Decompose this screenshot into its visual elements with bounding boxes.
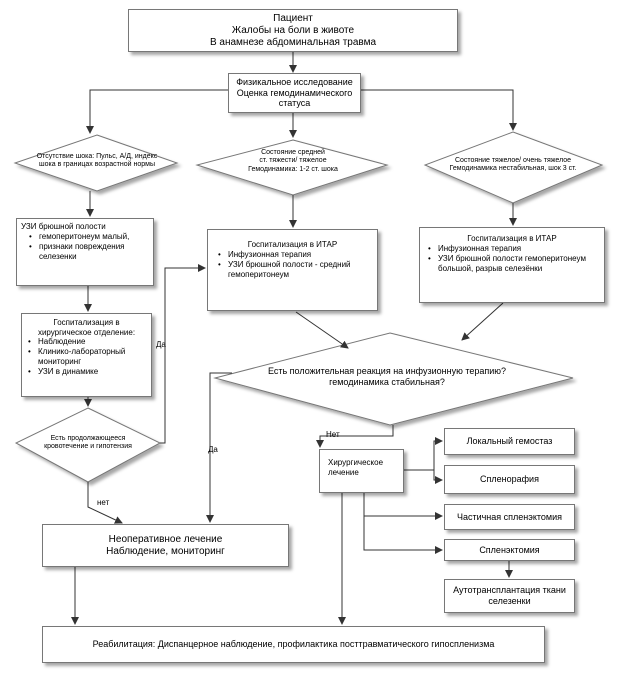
severe-text: Состояние тяжелое/ очень тяжелое Гемодин… <box>428 157 598 174</box>
uzi-left-item: гемоперитонеум малый, <box>29 232 149 242</box>
hemostasis-box: Локальный гемостаз <box>444 428 575 455</box>
no-shock-diamond <box>13 134 179 192</box>
arrow-question-surgery-no <box>316 425 394 448</box>
partial-splenectomy-label: Частичная спленэктомия <box>456 511 563 522</box>
exam-line-3: статуса <box>278 98 311 109</box>
surgery-line-2: лечение <box>328 467 359 477</box>
uzi-left-item: признаки повреждения селезенки <box>29 242 149 262</box>
itar-mid-item: УЗИ брюшной полости - средний гемоперито… <box>218 260 371 280</box>
itar-mid-item: Инфузионная терапия <box>218 250 371 260</box>
arrow-itarright-question <box>461 302 504 341</box>
arrow-bleeding-itar-yes <box>160 264 206 444</box>
severe-line-2: Гемодинамика нестабильная, шок 3 ст. <box>449 165 577 173</box>
label-no-question: Нет <box>326 430 340 439</box>
autotransplant-line-1: Аутотрансплантация ткани <box>453 585 566 596</box>
no-shock-text: Отсутствие шока: Пульс, А/Д, индекс шока… <box>12 153 182 170</box>
patient-history: В анамнезе абдоминальная травма <box>209 36 377 48</box>
moderate-line-1: Состояние средней <box>261 149 325 156</box>
moderate-line-2: ст. тяжести/ тяжелое <box>259 157 327 165</box>
uzi-left-box: УЗИ брюшной полости гемоперитонеум малый… <box>16 218 154 286</box>
label-yes-bleeding: Да <box>156 340 166 349</box>
surgical-dept-item: Клинико-лабораторный мониторинг <box>28 347 147 367</box>
severe-line-1: Состояние тяжелое/ очень тяжелое <box>454 157 572 164</box>
exam-box: Физикальное исследование Оценка гемодина… <box>228 73 361 113</box>
infusion-question-line-2: гемодинамика стабильная? <box>329 376 445 387</box>
infusion-question-line-1: Есть положительная реакция на инфузионну… <box>267 366 507 376</box>
moderate-line-3: Гемодинамика: 1-2 ст. шока <box>248 165 338 173</box>
patient-box: Пациент Жалобы на боли в животе В анамне… <box>128 9 458 52</box>
arrow-surgery-partial <box>363 493 443 520</box>
arrow-question-nonop-yes <box>206 372 232 523</box>
arrow-surgery-splenorrhaphy <box>433 470 443 484</box>
infusion-question-text: Есть положительная реакция на инфузионну… <box>232 366 542 388</box>
bleeding-line-1: Есть продолжающееся <box>50 435 126 442</box>
itar-right-box: Госпитализация в ИТАР Инфузионная терапи… <box>419 227 605 303</box>
bleeding-text: Есть продолжающееся кровотечение и гипот… <box>20 435 156 452</box>
surgical-dept-item: УЗИ в динамике <box>28 367 147 377</box>
arrow-surgery-splenectomy <box>363 516 443 554</box>
surgery-box: Хирургическое лечение <box>319 449 404 493</box>
exam-line-2: Оценка гемодинамического <box>236 87 353 98</box>
bleeding-line-2: кровотечение и гипотензия <box>44 443 132 451</box>
itar-right-item: УЗИ брюшной полости гемоперитонеум больш… <box>428 254 598 274</box>
arrow-itarmid-question <box>295 311 349 349</box>
rehab-box: Реабилитация: Диспанцерное наблюдение, п… <box>42 626 545 663</box>
patient-complaint: Жалобы на боли в животе <box>231 24 355 36</box>
splenorrhaphy-label: Спленорафия <box>480 474 539 485</box>
itar-mid-box: Госпитализация в ИТАР Инфузионная терапи… <box>207 229 378 311</box>
itar-right-item: Инфузионная терапия <box>428 244 598 254</box>
exam-line-1: Физикальное исследование <box>236 76 353 87</box>
splenorrhaphy-box: Спленорафия <box>444 465 575 494</box>
itar-right-title: Госпитализация в ИТАР <box>467 234 557 243</box>
moderate-text: Состояние средней ст. тяжести/ тяжелое Г… <box>213 149 373 174</box>
label-no-bleeding: нет <box>97 498 110 507</box>
surgical-dept-item: Наблюдение <box>28 337 147 347</box>
nonop-line-1: Неоперативное лечение <box>108 533 223 545</box>
rehab-label: Реабилитация: Диспанцерное наблюдение, п… <box>92 639 495 650</box>
arrow-bleeding-nonop-no <box>87 482 123 524</box>
splenectomy-label: Спленэктомия <box>479 544 540 555</box>
surgical-dept-title: Госпитализация в хирургическое отделение… <box>37 318 136 337</box>
hemostasis-label: Локальный гемостаз <box>466 436 553 447</box>
surgery-line-1: Хирургическое <box>328 458 384 467</box>
nonop-line-2: Наблюдение, мониторинг <box>106 545 225 557</box>
arrow-exam-severe <box>352 89 517 131</box>
patient-title: Пациент <box>273 12 313 24</box>
surgical-dept-box: Госпитализация в хирургическое отделение… <box>21 313 152 397</box>
arrow-surgery-hemostasis <box>404 437 443 471</box>
arrow-exam-noshock <box>86 89 235 134</box>
partial-splenectomy-box: Частичная спленэктомия <box>444 504 575 530</box>
itar-mid-title: Госпитализация в ИТАР <box>247 240 338 249</box>
uzi-left-title: УЗИ брюшной полости <box>21 222 106 231</box>
label-yes-question: Да <box>208 445 218 454</box>
splenectomy-box: Спленэктомия <box>444 539 575 561</box>
no-shock-line-1: Отсутствие шока: Пульс, А/Д, индекс <box>36 153 158 160</box>
no-shock-line-2: шока в границах возрастной нормы <box>39 161 155 169</box>
nonop-box: Неоперативное лечение Наблюдение, монито… <box>42 524 289 567</box>
autotransplant-line-2: селезенки <box>488 596 531 606</box>
autotransplant-box: Аутотрансплантация ткани селезенки <box>444 579 575 613</box>
infusion-question-diamond <box>213 332 574 426</box>
